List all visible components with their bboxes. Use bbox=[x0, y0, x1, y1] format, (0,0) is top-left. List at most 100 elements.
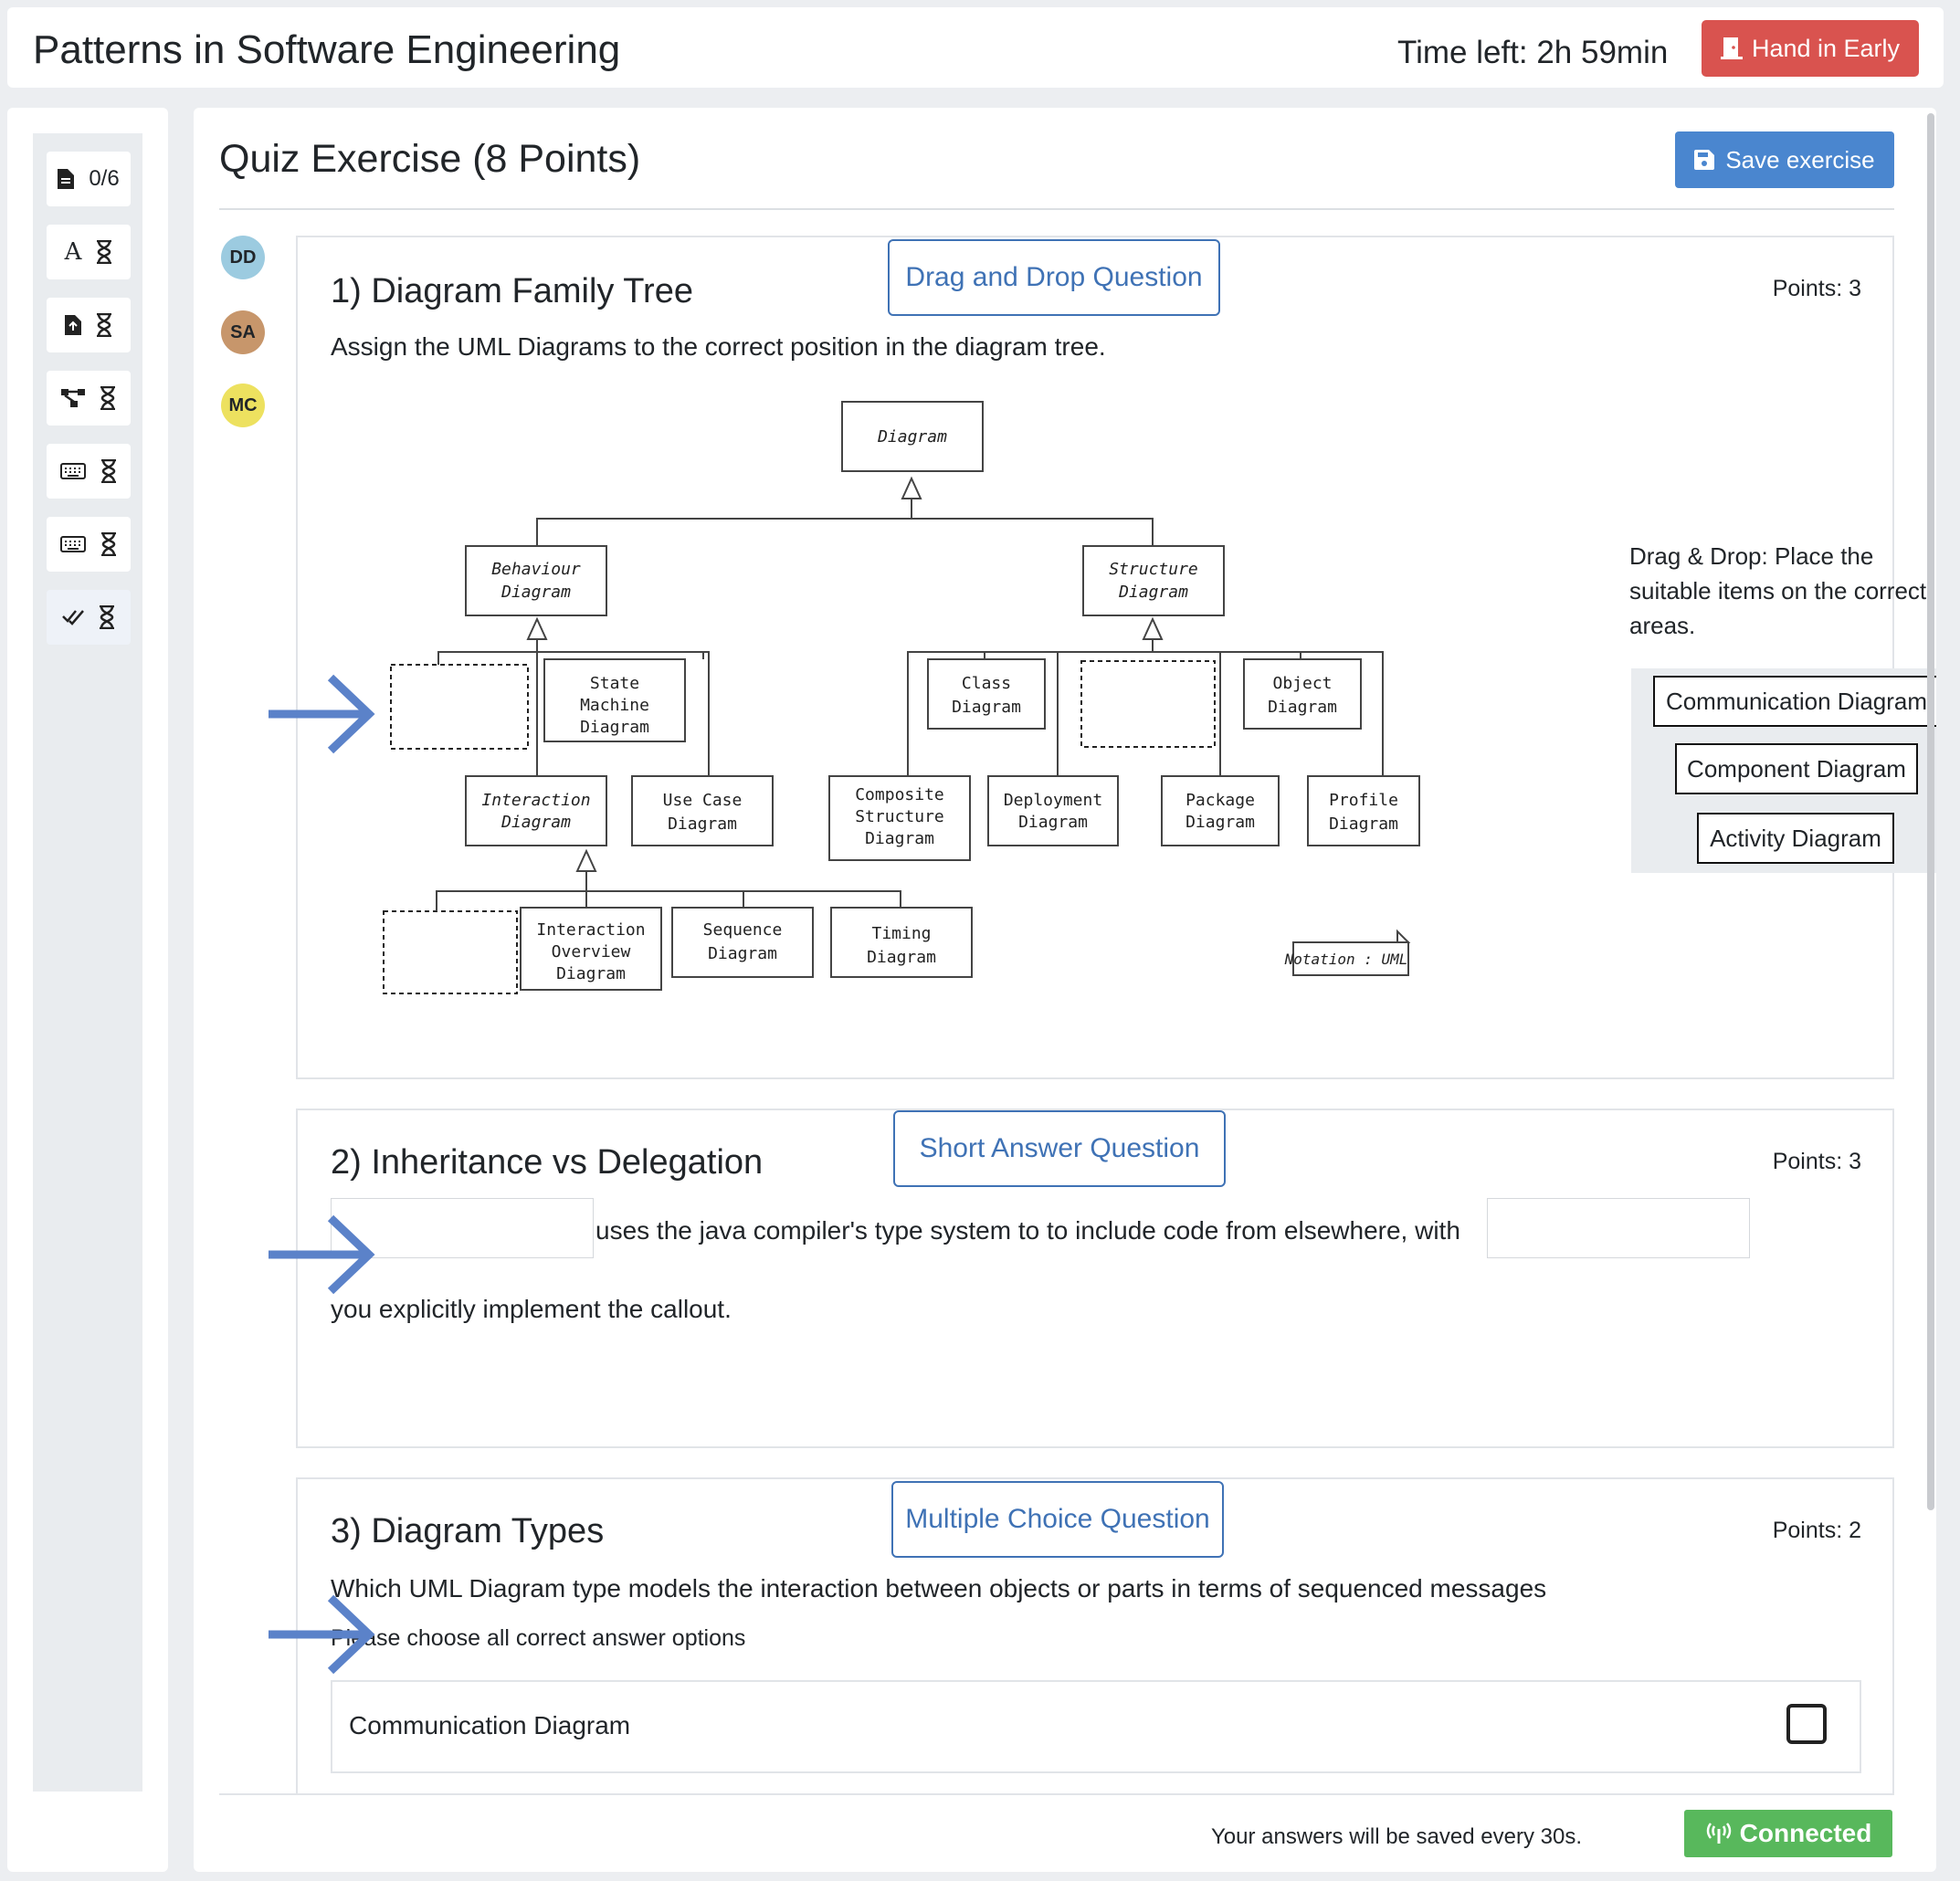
avatar-initials: MC bbox=[228, 394, 258, 415]
drag-drop-hint: Drag & Drop: Place the suitable items on… bbox=[1629, 542, 1927, 639]
exercise-nav-text[interactable]: A bbox=[47, 225, 131, 279]
font-icon: A bbox=[64, 238, 82, 266]
save-icon bbox=[1694, 150, 1715, 170]
uml-package-label: Package bbox=[1185, 791, 1255, 810]
uml-state-machine-label: State bbox=[590, 674, 639, 693]
connection-status-badge: Connected bbox=[1684, 1810, 1892, 1857]
uml-notation-label: Notation : UML bbox=[1284, 951, 1408, 968]
app-title: Patterns in Software Engineering bbox=[33, 27, 621, 72]
exercise-list: 0/6 A bbox=[33, 133, 142, 1792]
question-type-badge: Drag and Drop Question bbox=[888, 239, 1220, 316]
question-text: uses the java compiler's type system to … bbox=[595, 1216, 1460, 1245]
hourglass-icon bbox=[101, 459, 116, 483]
hourglass-icon bbox=[101, 532, 116, 556]
uml-root-label: Diagram bbox=[877, 427, 947, 447]
arrow-right-icon bbox=[269, 674, 375, 754]
uml-diagram-tree: Diagram Behaviour Diagram Structure Diag… bbox=[383, 401, 1420, 994]
header-bar: Patterns in Software Engineering Time le… bbox=[7, 7, 1944, 88]
keyboard-icon bbox=[60, 463, 86, 479]
answer-option-label: Communication Diagram bbox=[349, 1711, 631, 1739]
title-divider bbox=[219, 208, 1894, 210]
uml-interaction-overview-label: Diagram bbox=[556, 964, 626, 983]
hand-in-early-button[interactable]: Hand in Early bbox=[1702, 20, 1919, 77]
footer-bar: Your answers will be saved every 30s. Co… bbox=[219, 1793, 1894, 1872]
uml-interaction-overview-label: Overview bbox=[552, 942, 631, 962]
uml-use-case-label: Diagram bbox=[668, 814, 737, 834]
question-type-badge: Short Answer Question bbox=[893, 1110, 1226, 1187]
keyboard-icon bbox=[60, 536, 86, 552]
diagram-icon bbox=[61, 389, 85, 407]
uml-interaction-overview-label: Interaction bbox=[536, 920, 645, 940]
exercise-nav-file-upload[interactable] bbox=[47, 298, 131, 352]
uml-behaviour-label: Diagram bbox=[501, 583, 571, 602]
drag-item[interactable]: Communication Diagram bbox=[1653, 676, 1936, 727]
drag-item[interactable]: Activity Diagram bbox=[1697, 813, 1894, 864]
file-upload-icon bbox=[65, 315, 81, 335]
save-exercise-button[interactable]: Save exercise bbox=[1675, 131, 1894, 188]
hourglass-icon bbox=[97, 313, 111, 337]
hourglass-icon bbox=[97, 240, 112, 264]
question-short-answer: Short Answer Question 2) Inheritance vs … bbox=[269, 1109, 1894, 1448]
question-points: Points: 3 bbox=[1772, 1149, 1861, 1174]
avatar: MC bbox=[221, 384, 265, 427]
scrollbar[interactable] bbox=[1927, 113, 1934, 1510]
uml-deployment-label: Deployment bbox=[1004, 791, 1102, 810]
avatar-initials: SA bbox=[230, 321, 256, 342]
question-text: you explicitly implement the callout. bbox=[331, 1295, 732, 1323]
uml-deployment-label: Diagram bbox=[1018, 813, 1088, 832]
uml-interaction-label: Interaction bbox=[481, 791, 590, 810]
save-label: Save exercise bbox=[1725, 145, 1875, 173]
uml-object-label: Diagram bbox=[1268, 698, 1337, 717]
uml-sequence-label: Diagram bbox=[708, 944, 777, 963]
exercise-nav-programming-1[interactable] bbox=[47, 444, 131, 499]
answer-blank-input[interactable] bbox=[331, 1198, 594, 1258]
check-double-icon bbox=[62, 610, 84, 625]
time-left: Time left: 2h 59min bbox=[1397, 35, 1669, 70]
question-text: Assign the UML Diagrams to the correct p… bbox=[331, 332, 1106, 361]
page-title: Quiz Exercise (8 Points) bbox=[219, 137, 641, 181]
uml-profile-label: Diagram bbox=[1329, 814, 1398, 834]
autosave-message: Your answers will be saved every 30s. bbox=[1211, 1824, 1582, 1849]
uml-object-label: Object bbox=[1272, 674, 1332, 693]
drag-item[interactable]: Component Diagram bbox=[1675, 743, 1918, 794]
answer-option[interactable]: Communication Diagram bbox=[331, 1680, 1861, 1773]
door-exit-icon bbox=[1720, 37, 1743, 59]
hand-in-label: Hand in Early bbox=[1751, 34, 1901, 62]
question-text: Which UML Diagram type models the intera… bbox=[331, 1574, 1547, 1603]
uml-class-label: Class bbox=[962, 674, 1011, 693]
arrow-right-icon bbox=[269, 1214, 375, 1295]
uml-package-label: Diagram bbox=[1185, 813, 1255, 832]
question-points: Points: 2 bbox=[1772, 1518, 1861, 1543]
uml-structure-label: Diagram bbox=[1118, 583, 1188, 602]
uml-composite-label: Diagram bbox=[865, 829, 934, 848]
uml-sequence-label: Sequence bbox=[703, 920, 783, 940]
hourglass-icon bbox=[100, 386, 115, 410]
uml-composite-label: Structure bbox=[855, 807, 944, 826]
file-icon bbox=[58, 169, 75, 189]
avatar: DD bbox=[221, 236, 265, 279]
overview-button[interactable]: 0/6 bbox=[47, 152, 131, 206]
broadcast-icon bbox=[1706, 1823, 1731, 1844]
uml-class-label: Diagram bbox=[952, 698, 1021, 717]
uml-behaviour-label: Behaviour bbox=[491, 560, 581, 579]
question-type-badge: Multiple Choice Question bbox=[891, 1481, 1224, 1558]
uml-timing-label: Diagram bbox=[867, 948, 936, 967]
uml-interaction-label: Diagram bbox=[501, 813, 571, 832]
uml-state-machine-label: Machine bbox=[580, 696, 649, 715]
avatar: SA bbox=[221, 310, 265, 354]
exercise-nav-modeling[interactable] bbox=[47, 371, 131, 426]
hourglass-icon bbox=[100, 605, 114, 629]
answer-instruction: Please choose all correct answer options bbox=[331, 1625, 746, 1651]
answer-blank-input[interactable] bbox=[1487, 1198, 1750, 1258]
avatar-initials: DD bbox=[229, 247, 257, 268]
exercise-nav-quiz[interactable] bbox=[47, 590, 131, 645]
uml-profile-label: Profile bbox=[1329, 791, 1398, 810]
uml-use-case-label: Use Case bbox=[663, 791, 743, 810]
question-drag-and-drop: Drag and Drop Question 1) Diagram Family… bbox=[269, 236, 1936, 1079]
exercise-nav-programming-2[interactable] bbox=[47, 517, 131, 572]
arrow-right-icon bbox=[269, 1594, 375, 1675]
quiz-main-panel: Quiz Exercise (8 Points) Save exercise D… bbox=[194, 108, 1936, 1872]
uml-composite-label: Composite bbox=[855, 785, 944, 804]
answer-checkbox[interactable] bbox=[1786, 1704, 1827, 1744]
question-title: 2) Inheritance vs Delegation bbox=[331, 1143, 764, 1182]
